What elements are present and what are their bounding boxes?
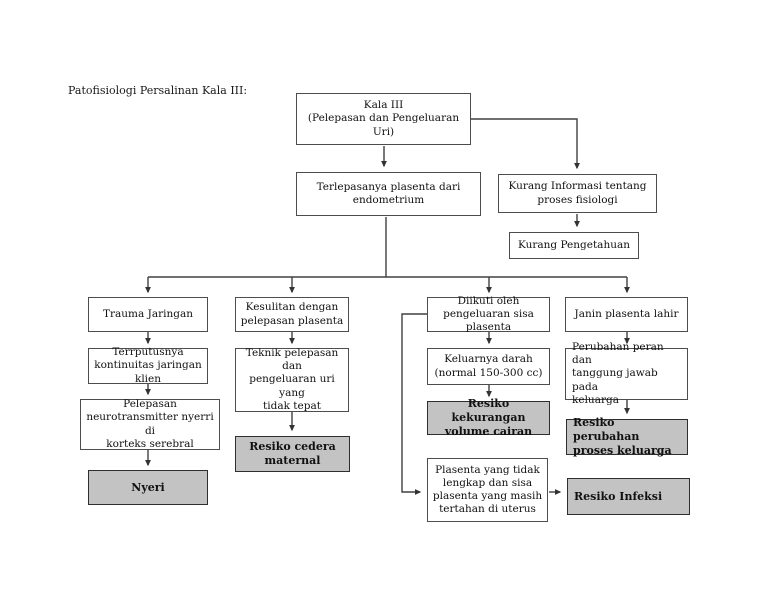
node-teknik-pelepasan: Teknik pelepasan dan pengeluaran uri yan… [235,347,349,412]
page-title: Patofisiologi Persalinan Kala III: [68,84,248,97]
node-pelepasan-neurotransmitter: Pelepasan neurotransmitter nyerri di kor… [80,398,220,450]
node-nyeri: Nyeri [88,470,208,505]
node-kala-iii: Kala III (Pelepasan dan Pengeluaran Uri) [296,93,471,145]
node-resiko-kekurangan-volume: Resiko kekurangan volume cairan [427,397,550,438]
node-terlepasnya-plasenta: Terlepasanya plasenta dari endometrium [296,172,481,216]
node-trauma-jaringan: Trauma Jaringan [88,297,208,332]
node-resiko-infeksi: Resiko Infeksi [567,478,690,515]
node-resiko-perubahan-proses: Resiko perubahan proses keluarga [566,416,688,457]
node-janin-plasenta-lahir: Janin plasenta lahir [565,297,688,332]
node-resiko-cedera-maternal: Resiko cedera maternal [235,436,350,472]
node-diikuti-pengeluaran: Diikuti oleh pengeluaran sisa plasenta [427,295,550,333]
arrow-diikuti-to-plasenta-tertahan [401,313,427,495]
arrow-kala-to-kurang-informasi [471,118,580,170]
node-plasenta-tertahan: Plasenta yang tidak lengkap dan sisa pla… [427,458,548,522]
node-kurang-informasi: Kurang Informasi tentang proses fisiolog… [498,174,657,213]
node-kesulitan-pelepasan: Kesulitan dengan pelepasan plasenta [235,297,349,332]
node-perubahan-peran: Perubahan peran dan tanggung jawab pada … [565,341,688,406]
node-terputusnya-kontinuitas: Terrputusnya kontinuitas jaringan klien [88,346,208,385]
node-keluarnya-darah: Keluarnya darah (normal 150-300 cc) [427,348,550,385]
node-kurang-pengetahuan: Kurang Pengetahuan [509,232,639,259]
